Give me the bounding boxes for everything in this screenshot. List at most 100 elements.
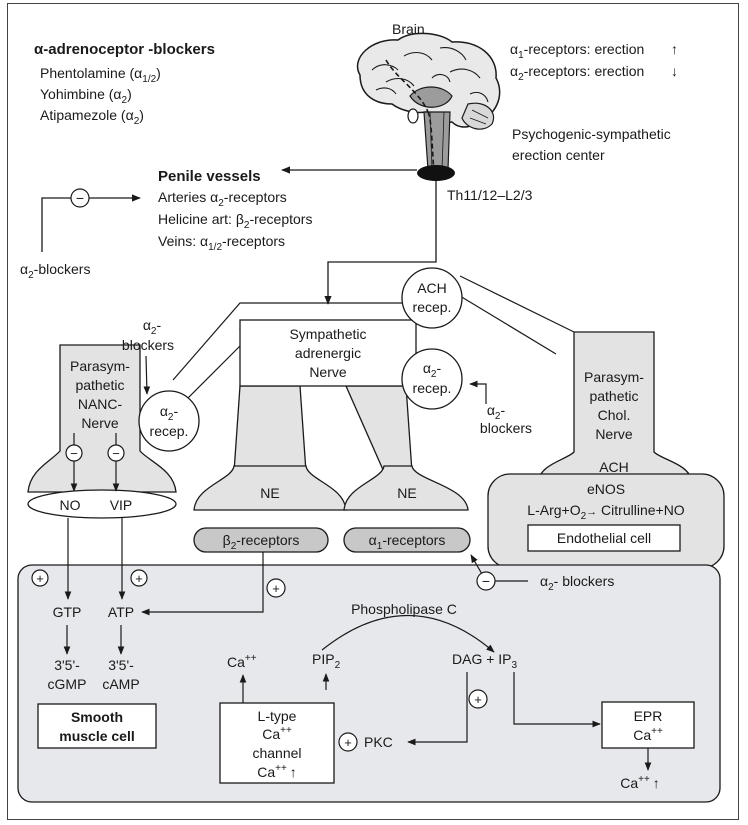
ne-terminal-left — [193, 465, 347, 511]
camp-line2: cAMP — [102, 676, 139, 692]
vip-label: VIP — [110, 497, 133, 513]
ltype-line2: Ca++ — [262, 725, 292, 742]
alpha2-recep-circle-left — [138, 390, 200, 452]
arrow-beta2-to-atp — [141, 552, 264, 616]
sympathetic-line3: Nerve — [309, 364, 347, 380]
alpha2-recep-left-line2: recep. — [150, 423, 189, 439]
nanc-nerve — [27, 344, 177, 493]
svg-text:+: + — [272, 581, 280, 596]
chol-line4: Nerve — [595, 426, 633, 442]
ca-top: Ca++ — [227, 653, 257, 670]
pip2-label: PIP2 — [312, 651, 341, 671]
alpha2-blockers-right: α2- blockers — [540, 573, 614, 593]
atp-label: ATP — [108, 604, 134, 620]
sympathetic-branch-left — [233, 385, 307, 473]
alpha2-blockers-mid-line1: α2- — [487, 402, 506, 422]
erection-center-line2: erection center — [512, 147, 605, 163]
svg-text:−: − — [482, 573, 490, 589]
nanc-line4: Nerve — [81, 415, 119, 431]
plus-circle-pkc: + — [338, 732, 358, 752]
svg-text:α-adrenoceptor -blockers: α-adrenoceptor -blockers — [34, 41, 215, 58]
penile-helicine: Helicine art: β2-receptors — [158, 211, 312, 231]
ltype-channel-box — [219, 702, 335, 784]
alpha2-blockers-top-line2: blockers — [122, 337, 174, 353]
beta2-receptors-pill — [193, 527, 329, 553]
no-label: NO — [60, 497, 81, 513]
ne-label-right: NE — [397, 485, 416, 501]
penile-vessels-title: Penile vessels — [158, 168, 261, 185]
spinal-level-label: Th11/12–L2/3 — [447, 187, 533, 203]
erection-center-line1: Psychogenic-sympathetic — [512, 126, 671, 142]
blockers-title: α-adrenoceptor -blockers — [34, 41, 215, 58]
arrow-ip3-to-epr — [513, 672, 601, 728]
arrow-to-sympathetic — [324, 181, 437, 305]
blocker-atipamezole: Atipamezole (α2) — [40, 107, 144, 127]
enos-equation: L-Arg+O2→ Citrulline+NO — [527, 502, 685, 522]
ach-recep-circle — [401, 267, 463, 329]
alpha2-recep-mid-line1: α2- — [423, 360, 442, 380]
nanc-line2: pathetic — [75, 377, 124, 393]
arrow-phospholipase — [321, 614, 495, 653]
alpha2-receptors-erection: α2-receptors: erection — [510, 63, 644, 83]
alpha2-blockers-left: α2-blockers — [20, 261, 90, 281]
nanc-line3: NANC- — [78, 396, 123, 412]
ltype-line4: Ca++↑ — [257, 763, 297, 780]
penile-arteries: Arteries α2-receptors — [158, 189, 287, 209]
minus-circle-vessels: − — [70, 188, 90, 208]
nanc-line1: Parasym- — [70, 358, 130, 374]
phospholipase-c: Phospholipase C — [351, 601, 457, 617]
smooth-muscle-line2: muscle cell — [59, 728, 135, 744]
alpha2-blockers-top-line1: α2- — [143, 317, 162, 337]
ltype-line1: L-type — [258, 708, 297, 724]
svg-text:−: − — [112, 446, 120, 461]
camp-line1: 3'5'- — [108, 657, 134, 673]
alpha2-blockers-mid-line2: blockers — [480, 420, 532, 436]
svg-text:−: − — [70, 446, 78, 461]
enos-title: eNOS — [587, 481, 625, 497]
epr-line2: Ca++ — [633, 726, 663, 743]
alpha2-recep-mid-line2: recep. — [413, 380, 452, 396]
epr-box — [601, 701, 695, 749]
smooth-muscle-area — [17, 564, 721, 803]
svg-text:+: + — [474, 692, 482, 707]
figure-frame — [7, 3, 739, 820]
chol-line3: Chol. — [598, 407, 631, 423]
chol-line2: pathetic — [589, 388, 638, 404]
ne-terminal-right — [343, 465, 469, 511]
svg-text:+: + — [344, 735, 352, 750]
sympathetic-line1: Sympathetic — [289, 326, 366, 342]
plus-circle-no: + — [31, 569, 49, 587]
nanc-terminal — [27, 489, 177, 519]
brain-illustration — [357, 32, 501, 181]
spinal-center-node — [417, 165, 455, 181]
plus-circle-beta2: + — [266, 578, 286, 598]
plus-circle-vip: + — [130, 569, 148, 587]
minus-circle-alpha1: − — [476, 571, 496, 591]
minus-circle-no: − — [65, 444, 83, 462]
beta2-receptors-label: β2-receptors — [223, 532, 300, 552]
erection-down-arrow: ↓ — [671, 63, 678, 79]
smooth-muscle-line1: Smooth — [71, 709, 123, 725]
blocker-phentolamine: Phentolamine (α1/2) — [40, 65, 161, 85]
alpha1-receptors-pill — [343, 527, 471, 553]
alpha1-receptors-label: α1-receptors — [369, 532, 446, 552]
ach-recep-line2: recep. — [413, 299, 452, 315]
dag-ip3-label: DAG + IP3 — [452, 651, 518, 671]
svg-text:+: + — [135, 571, 143, 586]
ach-recep-line1: ACH — [417, 280, 447, 296]
endothelial-cell-label: Endothelial cell — [557, 530, 651, 546]
endothelial-cell-box — [527, 524, 681, 552]
sympathetic-line2: adrenergic — [295, 345, 361, 361]
alpha2-recep-circle-mid — [401, 348, 463, 410]
cgmp-line2: cGMP — [48, 676, 87, 692]
minus-circle-vip: − — [107, 444, 125, 462]
pkc-label: PKC — [364, 734, 393, 750]
erection-up-arrow: ↑ — [671, 41, 678, 57]
ltype-line3: channel — [252, 745, 301, 761]
plus-circle-dag: + — [468, 689, 488, 709]
arrow-blockers-to-left-recep — [143, 355, 151, 395]
arrow-dag-to-pkc — [407, 672, 468, 746]
sympathetic-branch-right — [345, 385, 413, 473]
chol-line1: Parasym- — [584, 369, 644, 385]
